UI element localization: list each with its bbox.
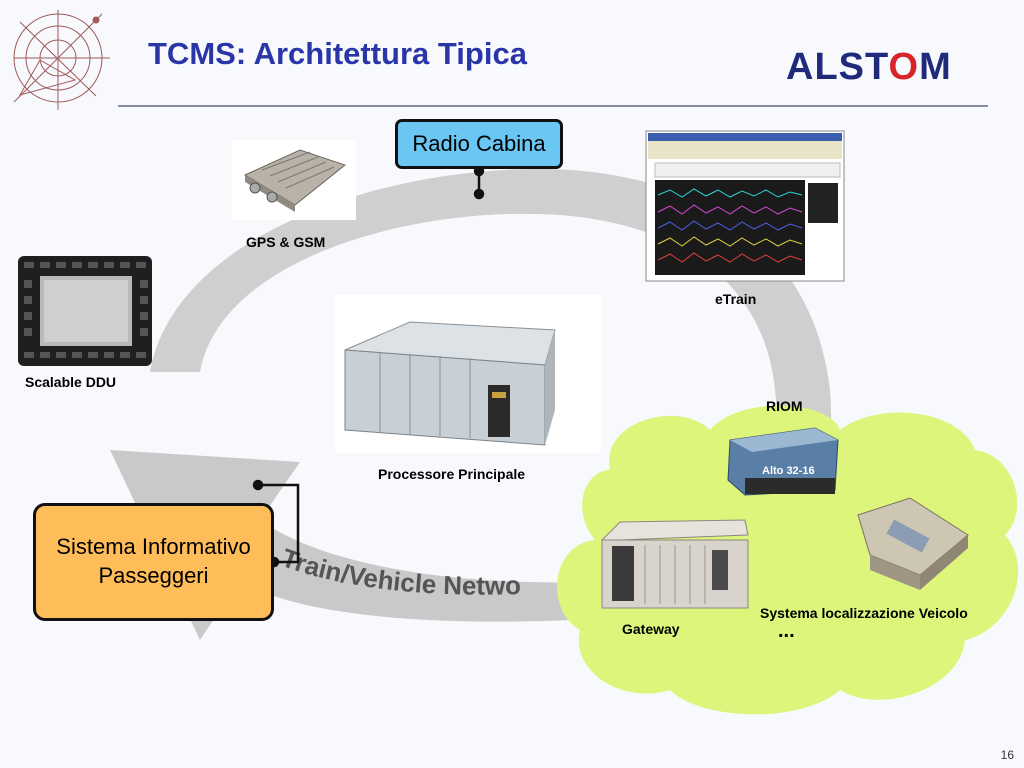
gateway-caption: Gateway (622, 621, 680, 637)
compass-seal-icon (13, 10, 110, 110)
network-arrow (110, 450, 650, 640)
radio-cabina-node: Radio Cabina (395, 119, 563, 169)
localization-device-image (857, 497, 969, 590)
localizzazione-caption: Systema localizzazione Veicolo (760, 605, 968, 621)
alstom-logo: ALSTOM (786, 46, 952, 88)
processore-caption: Processore Principale (378, 466, 526, 482)
sistema-informativo-node: Sistema Informativo Passeggeri (33, 503, 274, 621)
riom-caption: RIOM (766, 398, 803, 414)
gps-gsm-device-image (232, 140, 356, 220)
scalable-ddu-image (18, 256, 152, 366)
riom-device-image: Alto 32-16 (727, 427, 839, 496)
radio-cabina-label: Radio Cabina (412, 131, 546, 156)
page-title: TCMS: Architettura Tipica (148, 36, 527, 71)
gps-gsm-caption: GPS & GSM (246, 234, 326, 250)
title-divider (118, 105, 988, 107)
etrain-caption: eTrain (715, 291, 757, 307)
page-number: 16 (1000, 748, 1014, 762)
gateway-device-image (600, 519, 749, 609)
svg-text:Alto 32-16: Alto 32-16 (762, 465, 815, 477)
sistema-informativo-label-line1: Sistema Informativo (56, 534, 251, 560)
main-processor-image (335, 295, 601, 453)
scalable-ddu-caption: Scalable DDU (25, 374, 117, 390)
sistema-informativo-label-line2: Passeggeri (98, 563, 209, 588)
radio-connector (473, 165, 485, 200)
ellipsis-caption: ... (778, 620, 795, 642)
subsystem-cloud (557, 405, 1019, 715)
etrain-screenshot-image (645, 130, 845, 282)
